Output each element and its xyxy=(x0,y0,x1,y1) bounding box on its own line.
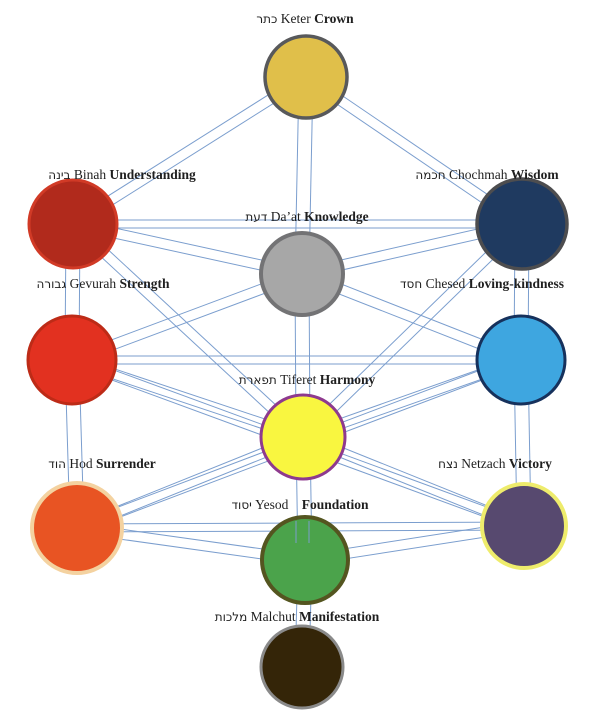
sephirah-daat xyxy=(259,231,345,317)
sephirah-keter xyxy=(263,34,349,120)
path-chochmah-tiferet xyxy=(306,227,526,441)
path-binah-tiferet xyxy=(69,227,300,442)
sephirah-malchut xyxy=(259,624,345,710)
sephirah-hod xyxy=(30,481,124,575)
sephirah-chesed xyxy=(475,314,567,406)
sephirah-chochmah xyxy=(475,177,569,271)
path-binah-tiferet xyxy=(76,219,307,434)
sephirah-netzach xyxy=(480,482,568,570)
path-keter-binah xyxy=(75,80,309,229)
sephirah-yesod xyxy=(260,515,350,605)
sephirah-binah xyxy=(27,178,119,270)
sephirah-tiferet xyxy=(259,393,347,481)
path-keter-binah xyxy=(70,72,304,221)
path-chochmah-tiferet xyxy=(299,220,519,434)
sephirah-gevurah xyxy=(26,314,118,406)
